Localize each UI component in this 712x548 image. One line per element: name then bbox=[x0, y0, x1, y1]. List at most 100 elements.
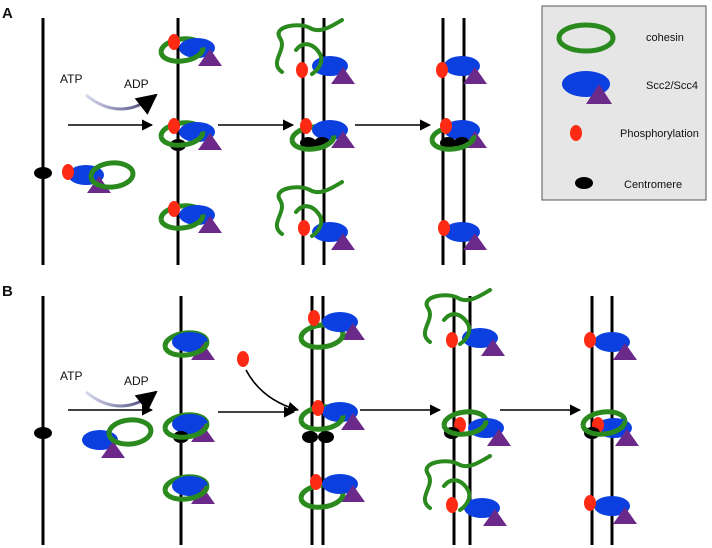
cohesin-ring-front bbox=[298, 333, 346, 350]
legend-label-phosphorylation: Phosphorylation bbox=[620, 128, 699, 140]
scc4-triangle bbox=[198, 216, 222, 233]
scc2-ellipse bbox=[179, 205, 215, 225]
scc2-ellipse bbox=[444, 56, 480, 76]
centromere-dot bbox=[300, 137, 316, 149]
cohesin-ring-back bbox=[441, 409, 489, 426]
cohesin-ring-front bbox=[441, 420, 489, 437]
phosphate-dot bbox=[62, 164, 74, 180]
cohesin-ring-front bbox=[580, 420, 628, 437]
cohesin-open-strand bbox=[274, 18, 344, 74]
scc2-ellipse bbox=[594, 332, 630, 352]
panel-label-a: A bbox=[2, 5, 13, 22]
scc2-ellipse bbox=[464, 498, 500, 518]
centromere-icon bbox=[575, 177, 593, 189]
panel-b-atp-label: ATP bbox=[60, 369, 82, 383]
cohesin-ring-back bbox=[580, 409, 628, 426]
legend-label-scc2-scc4: Scc2/Scc4 bbox=[646, 80, 698, 92]
centromere-dot bbox=[440, 137, 456, 149]
panel-a-adp-label: ADP bbox=[124, 77, 149, 91]
cohesin-open-strand bbox=[422, 288, 492, 344]
scc4-triangle bbox=[341, 413, 365, 430]
cohesin-open-strand bbox=[274, 180, 344, 236]
centromere-dot bbox=[34, 427, 52, 439]
phosphate-dot bbox=[312, 400, 324, 416]
centromere-dot bbox=[318, 431, 334, 443]
phosphate-dot bbox=[440, 118, 452, 134]
scc4-triangle bbox=[487, 429, 511, 446]
scc2-scc4-complex-icon bbox=[562, 71, 612, 104]
atp-hydrolysis-arrow bbox=[85, 93, 158, 115]
cohesin-ring-front bbox=[158, 47, 206, 64]
scc2-ellipse bbox=[172, 414, 208, 434]
legend-label-centromere: Centromere bbox=[624, 179, 682, 191]
phosphate-dot-icon bbox=[570, 125, 582, 141]
cohesin-ring-icon bbox=[556, 22, 616, 54]
scc4-triangle bbox=[463, 67, 487, 84]
legend-box bbox=[541, 5, 707, 201]
phosphate-dot bbox=[584, 332, 596, 348]
phosphate-dot bbox=[584, 495, 596, 511]
scc4-triangle bbox=[341, 323, 365, 340]
cohesin-ring-free bbox=[106, 417, 154, 447]
phosphate-dot bbox=[310, 474, 322, 490]
legend: cohesin Scc2/Scc4 Phosphorylation Centro… bbox=[541, 5, 707, 201]
phosphate-dot bbox=[446, 332, 458, 348]
phosphate-dot bbox=[300, 118, 312, 134]
scc2-ellipse bbox=[179, 38, 215, 58]
scc2-ellipse bbox=[172, 476, 208, 496]
phosphate-dot bbox=[168, 201, 180, 217]
phosphate-dot bbox=[168, 118, 180, 134]
cohesin-open-strand bbox=[442, 312, 472, 346]
phosphate-dot bbox=[298, 220, 310, 236]
cohesin-ring-free bbox=[88, 160, 136, 190]
panel-label-b: B bbox=[2, 283, 13, 300]
panel-a-atp-label: ATP bbox=[60, 72, 82, 86]
cohesin-ring-front bbox=[298, 493, 346, 510]
centromere-dot bbox=[302, 431, 318, 443]
scc4-triangle bbox=[481, 339, 505, 356]
scc2-ellipse bbox=[179, 122, 215, 142]
scc2-ellipse bbox=[312, 120, 348, 140]
phosphate-dot bbox=[436, 62, 448, 78]
cohesin-ring-front bbox=[429, 135, 477, 152]
cohesin-ring-front bbox=[158, 131, 206, 148]
scc2-ellipse bbox=[322, 312, 358, 332]
scc4-triangle bbox=[483, 509, 507, 526]
scc4-triangle bbox=[198, 49, 222, 66]
scc4-triangle bbox=[615, 429, 639, 446]
scc4-triangle bbox=[331, 233, 355, 250]
cohesin-ring-front bbox=[162, 341, 210, 358]
scc4-triangle bbox=[331, 67, 355, 84]
scc2-ellipse bbox=[322, 402, 358, 422]
scc4-triangle bbox=[463, 233, 487, 250]
scc4-triangle bbox=[341, 485, 365, 502]
atp-hydrolysis-arrow bbox=[85, 390, 158, 412]
phosphate-dot bbox=[237, 351, 249, 367]
cohesin-ring-front bbox=[162, 485, 210, 502]
cohesin-ring-front bbox=[162, 423, 210, 440]
scc4-triangle bbox=[198, 133, 222, 150]
scc2-ellipse bbox=[444, 222, 480, 242]
phosphate-dot bbox=[446, 497, 458, 513]
cohesin-open-strand bbox=[294, 42, 324, 76]
cohesin-open-strand bbox=[422, 454, 492, 510]
centromere-dot bbox=[34, 167, 52, 179]
scc4-triangle bbox=[613, 343, 637, 360]
cohesin-ring-front bbox=[298, 415, 346, 432]
phosphate-dot bbox=[296, 62, 308, 78]
scc4-triangle bbox=[613, 507, 637, 524]
cohesin-open-strand bbox=[442, 478, 472, 512]
cohesin-ring-front bbox=[158, 214, 206, 231]
phosphate-dot bbox=[168, 34, 180, 50]
scc2-ellipse bbox=[172, 332, 208, 352]
phosphate-dot bbox=[308, 310, 320, 326]
panel-b-adp-label: ADP bbox=[124, 374, 149, 388]
phosphate-dot bbox=[438, 220, 450, 236]
scc2-ellipse bbox=[444, 120, 480, 140]
scc2-ellipse bbox=[462, 328, 498, 348]
scc2-ellipse bbox=[594, 496, 630, 516]
scc2-ellipse bbox=[322, 474, 358, 494]
legend-label-cohesin: cohesin bbox=[646, 32, 684, 44]
phosphate-addition-arrow bbox=[245, 369, 300, 413]
